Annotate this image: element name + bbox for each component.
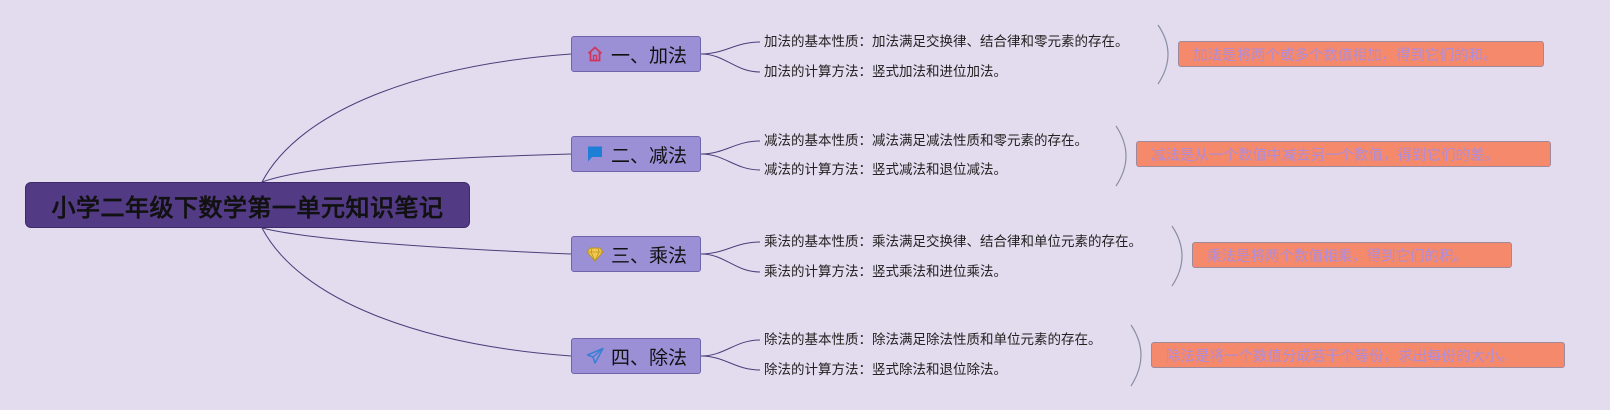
leaf-subtraction-property: 减法的基本性质：减法满足减法性质和零元素的存在。 <box>764 133 1088 149</box>
summary-multiplication[interactable]: 乘法是将两个数值相乘，得到它们的积。 <box>1192 242 1512 268</box>
leaf-division-method: 除法的计算方法：竖式除法和退位除法。 <box>764 362 1007 378</box>
home-icon <box>585 44 605 64</box>
summary-text: 加法是将两个或多个数值相加，得到它们的和。 <box>1193 47 1498 64</box>
root-to-branch-2-line <box>261 153 572 183</box>
branch-multiplication[interactable]: 三、乘法 <box>571 236 701 272</box>
branch-2-leaf-2-line <box>700 153 761 171</box>
summary-division[interactable]: 除法是将一个数值分成若干个等份，求出每份的大小。 <box>1151 342 1565 368</box>
summary-bracket-3 <box>1171 225 1183 287</box>
flag-icon <box>585 144 605 164</box>
branch-division[interactable]: 四、除法 <box>571 338 701 374</box>
leaf-multiplication-property: 乘法的基本性质：乘法满足交换律、结合律和单位元素的存在。 <box>764 234 1142 250</box>
summary-addition[interactable]: 加法是将两个或多个数值相加，得到它们的和。 <box>1178 41 1544 67</box>
branch-4-leaf-2-line <box>700 355 761 371</box>
leaf-addition-method: 加法的计算方法：竖式加法和进位加法。 <box>764 64 1007 80</box>
summary-bracket-1 <box>1157 24 1169 85</box>
branch-label: 三、乘法 <box>610 244 687 267</box>
branch-2-leaf-1-line <box>700 140 761 155</box>
summary-bracket-4 <box>1130 324 1142 387</box>
summary-text: 减法是从一个数值中减去另一个数值，得到它们的差。 <box>1151 147 1499 164</box>
summary-text: 乘法是将两个数值相乘，得到它们的积。 <box>1207 248 1468 265</box>
summary-bracket-2 <box>1115 125 1127 187</box>
branch-3-leaf-2-line <box>700 253 761 273</box>
root-to-branch-1-line <box>261 53 572 183</box>
branch-label: 一、加法 <box>610 44 687 67</box>
branch-label: 二、减法 <box>610 144 687 167</box>
branch-subtraction[interactable]: 二、减法 <box>571 136 701 172</box>
root-to-branch-3-line <box>261 227 572 255</box>
diamond-icon <box>585 244 605 264</box>
summary-subtraction[interactable]: 减法是从一个数值中减去另一个数值，得到它们的差。 <box>1136 141 1551 167</box>
leaf-addition-property: 加法的基本性质：加法满足交换律、结合律和零元素的存在。 <box>764 34 1129 50</box>
branch-4-leaf-1-line <box>700 339 761 357</box>
root-to-branch-4-line <box>261 227 572 357</box>
root-title: 小学二年级下数学第一单元知识笔记 <box>51 193 444 222</box>
branch-1-leaf-1-line <box>700 41 761 55</box>
summary-text: 除法是将一个数值分成若干个等份，求出每份的大小。 <box>1166 348 1514 365</box>
branch-label: 四、除法 <box>610 346 687 369</box>
branch-3-leaf-1-line <box>700 241 761 255</box>
paper-plane-icon <box>585 346 605 366</box>
leaf-multiplication-method: 乘法的计算方法：竖式乘法和进位乘法。 <box>764 264 1007 280</box>
leaf-division-property: 除法的基本性质：除法满足除法性质和单位元素的存在。 <box>764 332 1102 348</box>
branch-addition[interactable]: 一、加法 <box>571 36 701 72</box>
root-topic[interactable]: 小学二年级下数学第一单元知识笔记 <box>25 182 470 228</box>
leaf-subtraction-method: 减法的计算方法：竖式减法和退位减法。 <box>764 162 1007 178</box>
branch-1-leaf-2-line <box>700 53 761 73</box>
